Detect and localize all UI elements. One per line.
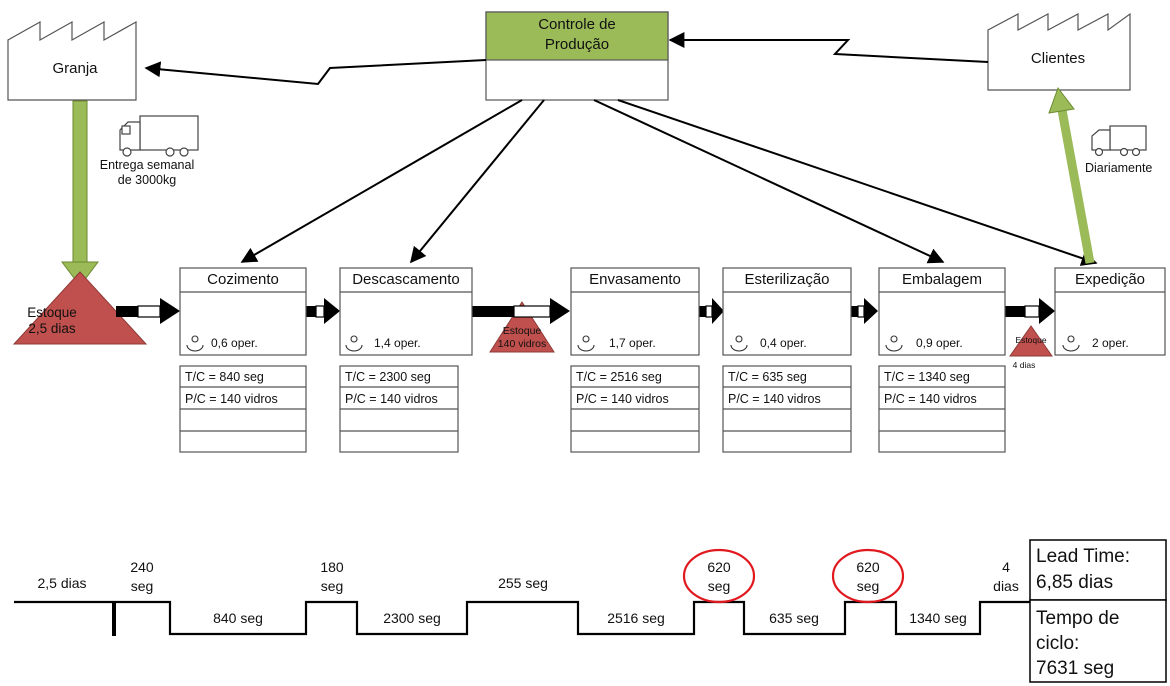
customer-truck-icon <box>1091 125 1147 157</box>
push-arrow-esterilizacao-to-embalagem <box>851 298 878 324</box>
info-flow-customer-to-control <box>668 32 989 63</box>
highlight-circle <box>682 548 756 604</box>
push-arrow-cozimento-to-descascamento <box>306 298 340 324</box>
customer-shipment-label: Diariamente <box>1085 161 1153 175</box>
supplier-truck-icon <box>119 115 199 157</box>
batch-size: P/C = 140 vidros <box>728 392 821 406</box>
timeline-wait-label: seg <box>320 578 344 594</box>
timeline-wait-label: 240 <box>130 559 154 575</box>
process-title-descascamento: Descascamento <box>352 271 460 288</box>
operator-icon <box>730 335 748 352</box>
process-title-expedicao: Expedição <box>1074 271 1146 288</box>
timeline-process-label: 2516 seg <box>607 610 665 626</box>
cycle-time-value: 7631 seg <box>1036 658 1115 679</box>
process-operators: 1,7 oper. <box>609 336 656 350</box>
timeline-process-label: 635 seg <box>769 610 819 626</box>
schedule-line-embalagem <box>593 99 945 264</box>
supplier-shipment-arrow <box>61 100 99 287</box>
cycle-time-label: Tempo de <box>1036 608 1120 629</box>
operator-icon <box>345 335 363 352</box>
timeline-wait-label: 2,5 dias <box>37 575 87 591</box>
batch-size: P/C = 140 vidros <box>884 392 977 406</box>
summary-box <box>1029 539 1167 683</box>
timeline-wait-label: seg <box>130 578 154 594</box>
timeline-process-label: 1340 seg <box>909 610 967 626</box>
timeline-wait-label: 620 <box>856 559 880 575</box>
inventory-start-line1: Estoque <box>27 305 77 320</box>
inventory-mid-triangle <box>489 301 555 353</box>
process-box-cozimento <box>179 267 307 453</box>
timeline-wait-label: seg <box>856 578 880 594</box>
process-box-descascamento <box>339 267 473 453</box>
cycle-time: T/C = 2300 seg <box>345 370 431 384</box>
supplier-shipment-line1: Entrega semanal <box>99 158 195 172</box>
push-arrow-embalagem-to-expedicao <box>1005 298 1055 324</box>
production-control-box <box>485 11 669 101</box>
operator-icon <box>577 335 595 352</box>
supplier-factory <box>7 20 137 101</box>
inventory-mid-line1: Estoque <box>502 325 542 337</box>
operator-icon <box>885 335 903 352</box>
inventory-start-triangle <box>12 271 148 345</box>
timeline-wait-label: 4 <box>1002 559 1010 575</box>
timeline-wait-label: 180 <box>320 559 344 575</box>
supplier-shipment-line2: de 3000kg <box>117 173 177 187</box>
process-title-cozimento: Cozimento <box>207 271 279 288</box>
lead-time-value: 6,85 dias <box>1036 572 1114 593</box>
schedule-line-cozimento <box>240 99 523 263</box>
push-arrow-descascamento-to-envasamento <box>472 298 570 324</box>
cycle-time-label: ciclo: <box>1036 633 1080 654</box>
schedule-line-expedicao <box>617 99 1098 266</box>
customer-factory <box>987 12 1131 91</box>
customer-label: Clientes <box>1030 50 1086 67</box>
operator-icon <box>1062 335 1080 352</box>
timeline-process-label: 840 seg <box>213 610 263 626</box>
process-operators: 0,4 oper. <box>760 336 807 350</box>
inventory-start-line2: 2,5 dias <box>28 321 76 336</box>
customer-shipment-arrow <box>1048 86 1095 264</box>
push-arrow-envasamento-to-esterilizacao <box>699 298 724 324</box>
process-box-envasamento <box>570 267 700 453</box>
operator-icon <box>186 335 204 352</box>
inventory-mid-line2: 140 vidros <box>497 338 547 350</box>
cycle-time: T/C = 635 seg <box>728 370 807 384</box>
lead-time-label: Lead Time: <box>1036 546 1130 567</box>
timeline-ladder <box>14 600 1030 636</box>
batch-size: P/C = 140 vidros <box>576 392 669 406</box>
process-title-embalagem: Embalagem <box>901 271 983 288</box>
batch-size: P/C = 140 vidros <box>185 392 278 406</box>
control-title-line2: Produção <box>544 36 610 53</box>
process-operators: 0,6 oper. <box>211 336 258 350</box>
batch-size: P/C = 140 vidros <box>345 392 438 406</box>
highlight-circle <box>831 548 905 604</box>
process-operators: 0,9 oper. <box>916 336 963 350</box>
process-operators: 1,4 oper. <box>374 336 421 350</box>
process-box-esterilizacao <box>722 267 852 453</box>
supplier-label: Granja <box>52 60 98 77</box>
process-operators: 2 oper. <box>1092 336 1129 350</box>
cycle-time: T/C = 2516 seg <box>576 370 662 384</box>
cycle-time: T/C = 1340 seg <box>884 370 970 384</box>
timeline-wait-label: 255 seg <box>498 575 548 591</box>
inventory-end-line2: 4 dias <box>1012 360 1036 370</box>
timeline-process-label: 2300 seg <box>383 610 441 626</box>
control-title-line1: Controle de <box>538 16 616 33</box>
inventory-end-line1: Estoque <box>1015 335 1047 345</box>
info-flow-control-to-supplier <box>144 59 487 86</box>
process-title-envasamento: Envasamento <box>589 271 681 288</box>
timeline-wait-label: dias <box>993 578 1019 594</box>
process-box-embalagem <box>878 267 1006 453</box>
timeline-wait-label: 620 <box>707 559 731 575</box>
cycle-time: T/C = 840 seg <box>185 370 264 384</box>
schedule-line-descascamento <box>409 99 545 264</box>
push-arrow-inventory-to-cozimento <box>116 298 180 324</box>
timeline-wait-label: seg <box>707 578 731 594</box>
inventory-end-triangle <box>1009 325 1053 357</box>
process-title-esterilizacao: Esterilização <box>744 271 830 288</box>
